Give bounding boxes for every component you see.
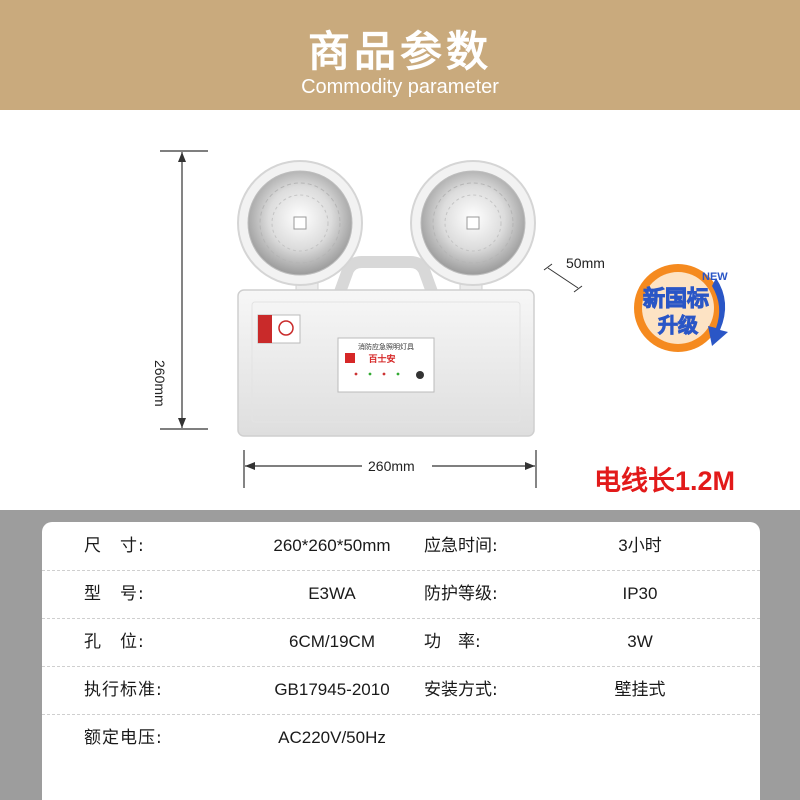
spec-row: 孔 位: 6CM/19CM 功 率: 3W bbox=[42, 618, 760, 667]
spec-label: 尺 寸: bbox=[84, 536, 145, 556]
spec-label: 防护等级: bbox=[424, 584, 498, 604]
wire-length-note: 电线长1.2M bbox=[594, 466, 736, 496]
badge-line1: 新国标 bbox=[643, 286, 709, 312]
page-subtitle: Commodity parameter bbox=[301, 76, 499, 98]
right-lamp-head bbox=[410, 160, 536, 286]
spec-value: E3WA bbox=[308, 584, 356, 603]
spec-row: 额定电压: AC220V/50Hz bbox=[42, 714, 760, 762]
spec-value: 260*260*50mm bbox=[273, 536, 391, 555]
height-dimension-label: 260mm bbox=[152, 360, 168, 407]
product-diagram: 消防应急照明灯具 百士安 260mm 260mm 50mm NEW 新国标 升级 bbox=[0, 110, 800, 510]
spec-label: 孔 位: bbox=[84, 632, 145, 652]
spec-value: IP30 bbox=[622, 584, 658, 603]
spec-label: 安装方式: bbox=[424, 680, 498, 700]
spec-label bbox=[424, 714, 544, 762]
spec-value: 壁挂式 bbox=[614, 680, 666, 699]
spec-row: 执行标准: GB17945-2010 安装方式: 壁挂式 bbox=[42, 666, 760, 715]
spec-value: AC220V/50Hz bbox=[278, 728, 386, 747]
left-lamp-head bbox=[237, 160, 363, 286]
width-dimension-label: 260mm bbox=[368, 458, 415, 474]
depth-dimension-line bbox=[543, 263, 583, 293]
handle bbox=[334, 256, 438, 295]
spec-label: 额定电压: bbox=[84, 728, 163, 748]
emergency-light-drawing: 消防应急照明灯具 百士安 bbox=[160, 150, 583, 488]
spec-label: 型 号: bbox=[84, 584, 145, 604]
badge-arrow-icon bbox=[708, 278, 728, 346]
spec-row: 型 号: E3WA 防护等级: IP30 bbox=[42, 570, 760, 619]
spec-label: 功 率: bbox=[424, 632, 481, 652]
spec-row: 尺 寸: 260*260*50mm 应急时间: 3小时 bbox=[42, 522, 760, 571]
spec-value: 3小时 bbox=[618, 536, 662, 555]
spec-value: 6CM/19CM bbox=[289, 632, 375, 651]
spec-label: 应急时间: bbox=[424, 536, 498, 556]
spec-value bbox=[562, 714, 718, 762]
product-label-text: 消防应急照明灯具 bbox=[358, 342, 414, 351]
new-standard-badge: NEW 新国标 升级 bbox=[628, 250, 738, 360]
spec-label: 执行标准: bbox=[84, 680, 163, 700]
height-dimension-line bbox=[160, 150, 208, 430]
header-banner: 商品参数 Commodity parameter bbox=[0, 0, 800, 110]
light-body: 消防应急照明灯具 百士安 bbox=[237, 289, 535, 437]
spec-table: 尺 寸: 260*260*50mm 应急时间: 3小时 型 号: E3WA 防护… bbox=[42, 522, 760, 800]
brand-text: 百士安 bbox=[368, 353, 395, 365]
product-label bbox=[337, 337, 435, 393]
page-title: 商品参数 bbox=[307, 27, 492, 76]
width-dimension-line bbox=[243, 450, 537, 488]
spec-value: 3W bbox=[627, 632, 653, 651]
badge-line2: 升级 bbox=[658, 313, 698, 337]
depth-dimension-label: 50mm bbox=[566, 255, 605, 271]
spec-section: 尺 寸: 260*260*50mm 应急时间: 3小时 型 号: E3WA 防护… bbox=[0, 510, 800, 800]
badge-tag: NEW bbox=[702, 271, 728, 283]
spec-value: GB17945-2010 bbox=[274, 680, 390, 699]
